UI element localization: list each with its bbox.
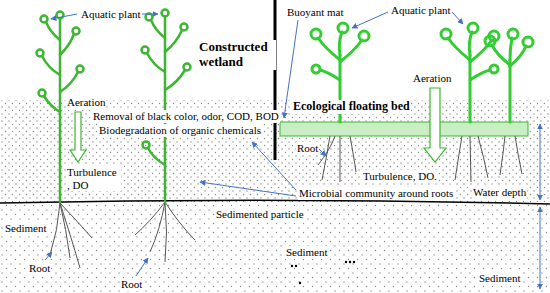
sediment-label: Sediment	[285, 246, 329, 259]
sediment-label: Sediment	[4, 222, 48, 235]
wetland-plants	[37, 10, 191, 203]
sediment-line-label: Sedimented particle	[215, 208, 305, 221]
mat-label: Buoyant mat	[286, 6, 345, 19]
process-label: Removal of black color, odor, COD, BOD	[92, 110, 280, 123]
sediment-label: Sediment	[478, 272, 522, 285]
leader-lines	[45, 12, 540, 289]
root-label: Root	[28, 262, 51, 275]
root-label: Root	[120, 278, 143, 291]
divider-line	[274, 0, 277, 160]
sediment-line	[0, 200, 550, 204]
plant-label: Aquatic plant	[80, 8, 142, 21]
aeration-label: Aeration	[412, 72, 452, 85]
aeration-arrow	[424, 88, 446, 162]
dimension-label: Water depth	[472, 186, 527, 199]
root-label: Root	[296, 142, 319, 155]
sediment-texture	[0, 200, 550, 293]
system-title: Ecological floating bed	[292, 100, 411, 114]
system-title: Constructed wetland	[198, 40, 276, 70]
condition-label: Turbulence , DO	[66, 166, 121, 191]
aeration-arrow	[70, 112, 86, 162]
condition-label: Turbulence, DO.	[362, 170, 438, 183]
aeration-label: Aeration	[66, 96, 106, 109]
plant-label: Aquatic plant	[390, 4, 452, 17]
buoyant-mat	[280, 122, 528, 136]
process-label: Biodegradation of organic chemicals	[98, 124, 262, 137]
roots	[50, 136, 522, 268]
microbe-label: Microbial community around roots	[298, 187, 454, 200]
sediment-particles	[291, 261, 355, 284]
